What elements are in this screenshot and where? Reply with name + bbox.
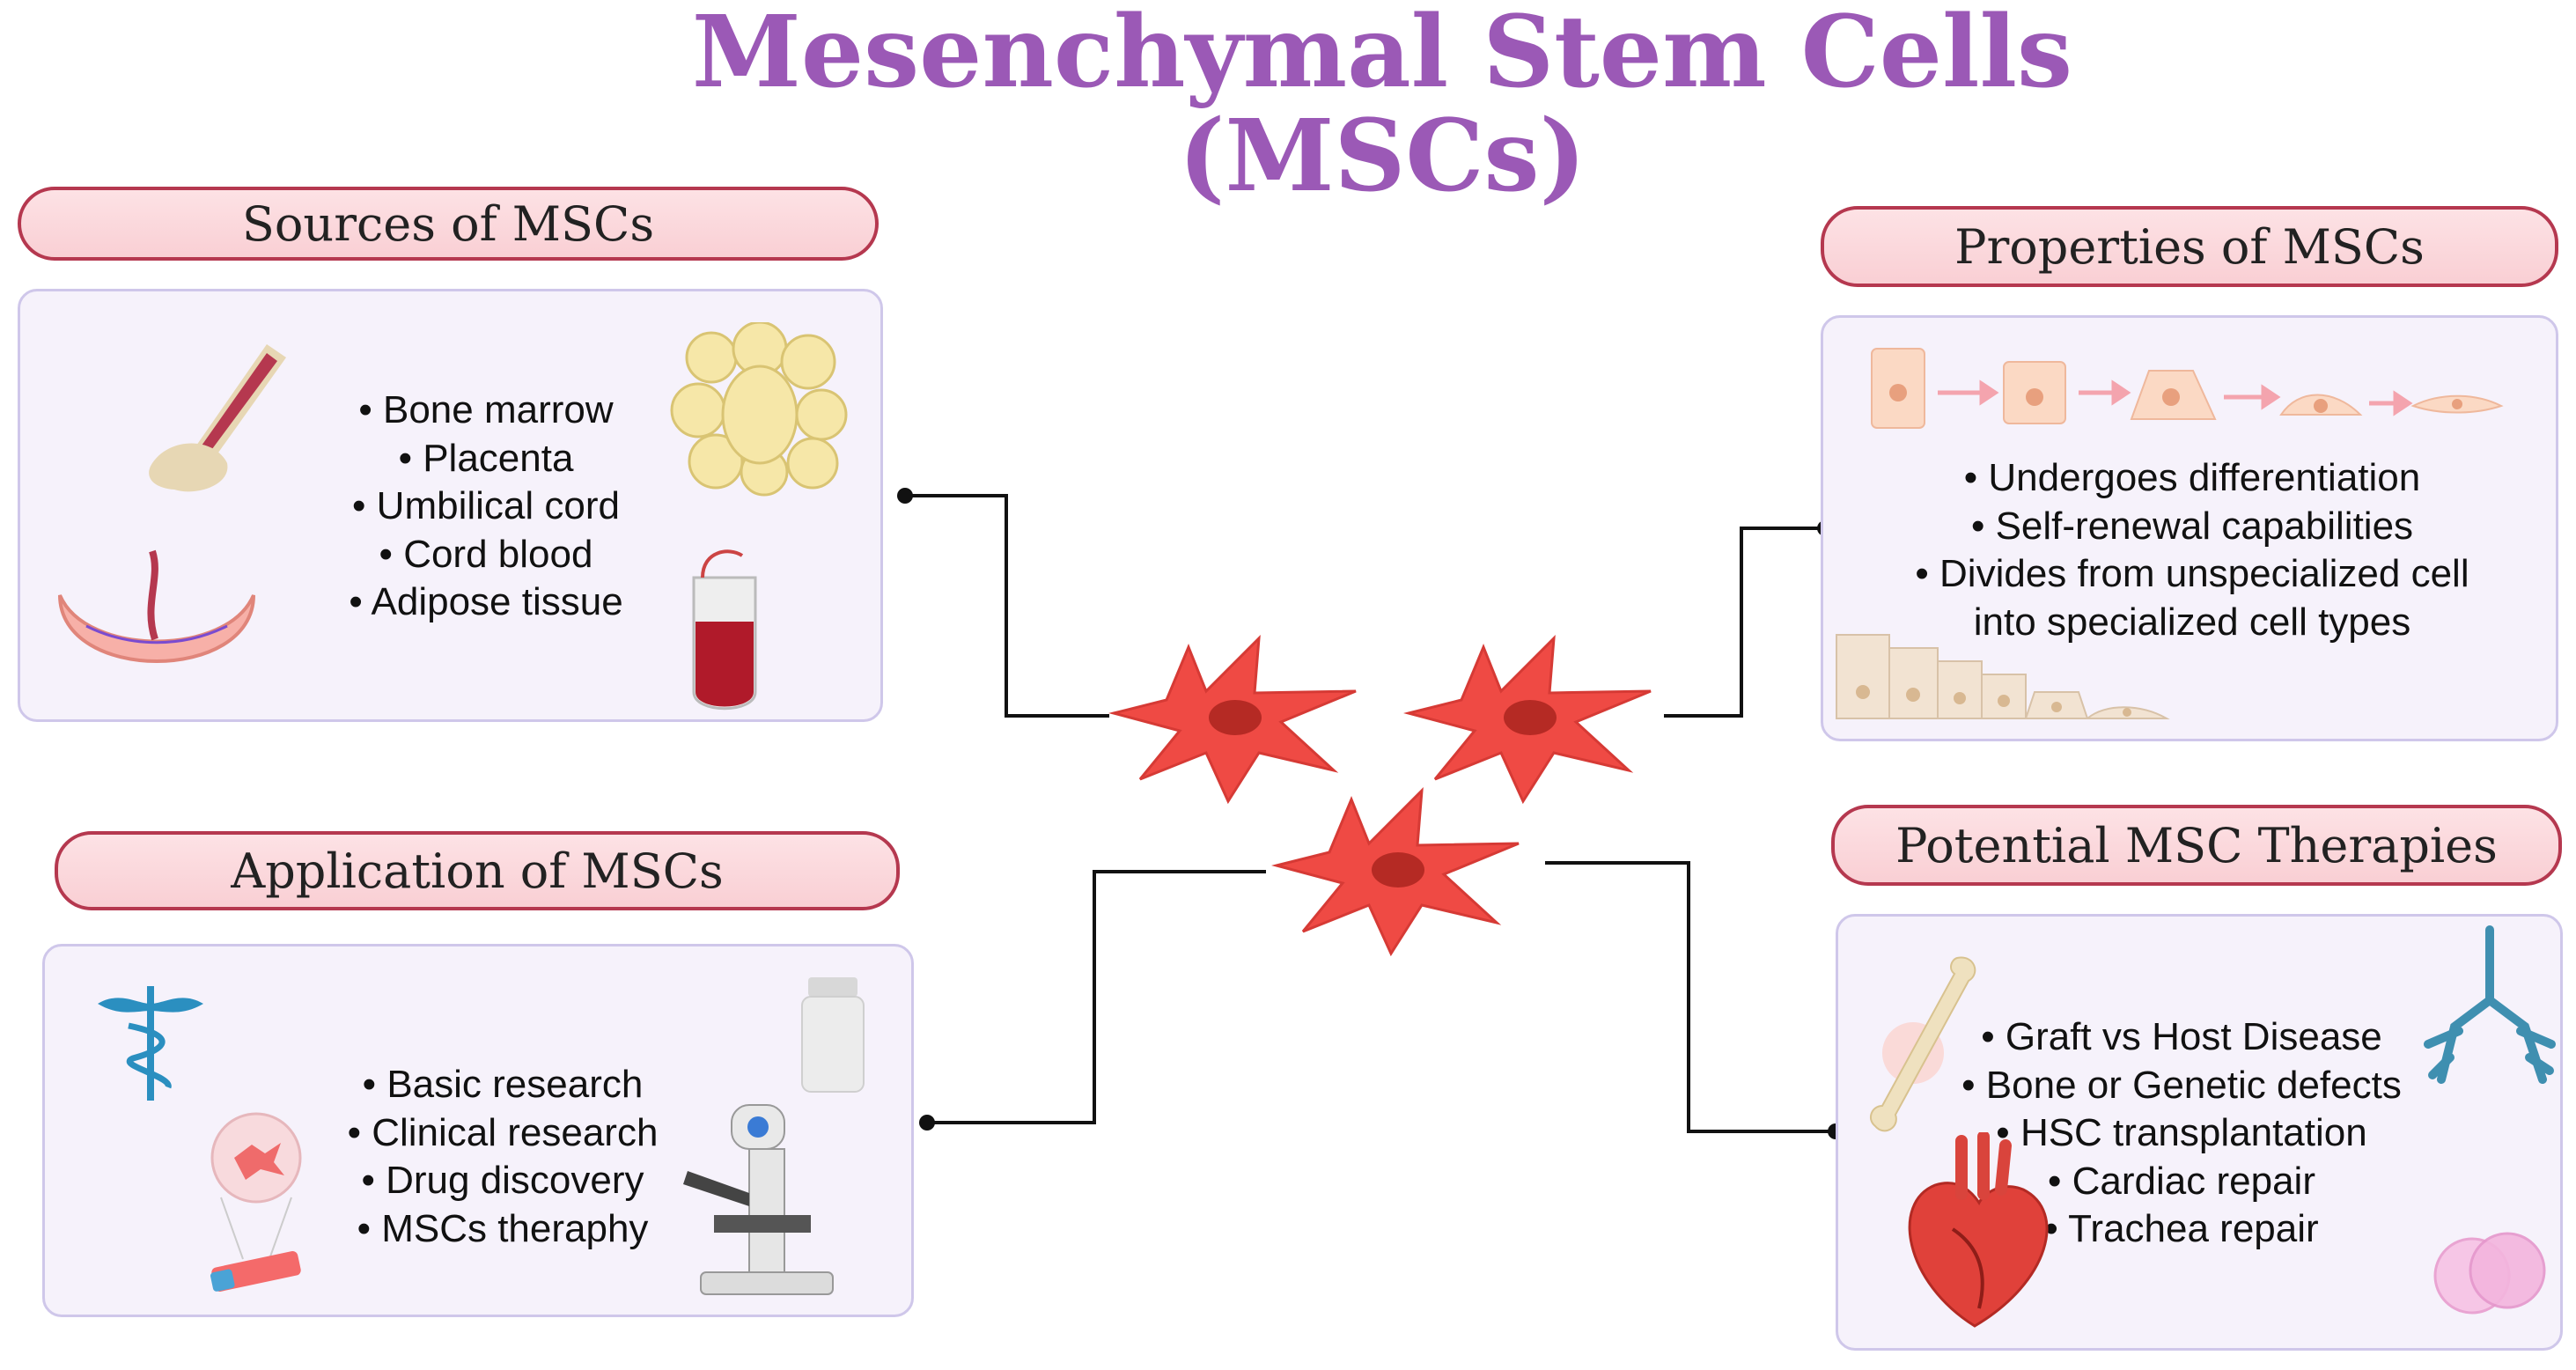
- stem-cell-icon: [1403, 635, 1652, 805]
- sources-list: Bone marrow Placenta Umbilical cord Cord…: [284, 387, 688, 627]
- list-item: Basic research: [309, 1061, 696, 1109]
- connector-dot: [919, 1115, 935, 1131]
- application-header: Application of MSCs: [55, 831, 900, 910]
- list-item: Trachea repair: [1944, 1205, 2419, 1254]
- list-item: Cardiac repair: [1944, 1158, 2419, 1206]
- properties-panel: Undergoes differentiation Self-renewal c…: [1821, 315, 2558, 741]
- list-item: Bone marrow: [284, 387, 688, 435]
- list-item: Graft vs Host Disease: [1944, 1013, 2419, 1062]
- list-item: Self-renewal capabilities: [1823, 503, 2561, 551]
- sources-panel: Bone marrow Placenta Umbilical cord Cord…: [18, 289, 883, 722]
- stem-cell-icon: [1271, 787, 1520, 957]
- connector-properties: [1664, 527, 1825, 718]
- list-item: Drug discovery: [309, 1157, 696, 1205]
- trachea-icon: [2424, 925, 2556, 1084]
- adipose-tissue-icon: [670, 322, 848, 497]
- caduceus-icon: [98, 986, 203, 1101]
- therapies-panel: Graft vs Host Disease Bone or Genetic de…: [1836, 914, 2563, 1351]
- list-item: Undergoes differentiation: [1823, 454, 2561, 503]
- bone-icon: [149, 344, 286, 492]
- stem-cell-icon: [1108, 635, 1357, 805]
- pill-bottle-icon: [801, 977, 865, 1093]
- list-item: Divides from unspecialized cell: [1823, 550, 2561, 599]
- cell-differentiation-icon: [1871, 348, 2504, 429]
- cell-culture-flask-icon: [210, 1112, 302, 1292]
- epithelium-icon: [1836, 634, 2170, 719]
- list-item: Bone or Genetic defects: [1944, 1062, 2419, 1110]
- application-header-label: Application of MSCs: [231, 843, 724, 899]
- list-item: MSCs theraphy: [309, 1205, 696, 1254]
- connector-dot: [897, 488, 913, 504]
- cells-icon: [2433, 1232, 2546, 1315]
- therapies-header: Potential MSC Therapies: [1831, 805, 2562, 886]
- sources-header-label: Sources of MSCs: [241, 195, 655, 252]
- list-item: into specialized cell types: [1973, 600, 2411, 644]
- properties-list: Undergoes differentiation Self-renewal c…: [1823, 454, 2561, 646]
- sources-header: Sources of MSCs: [18, 187, 879, 261]
- connector-application: [927, 870, 1266, 1124]
- connector-sources: [905, 494, 1109, 718]
- list-item: HSC transplantation: [1944, 1109, 2419, 1158]
- properties-header: Properties of MSCs: [1821, 206, 2558, 287]
- application-panel: Basic research Clinical research Drug di…: [42, 944, 914, 1317]
- therapies-header-label: Potential MSC Therapies: [1895, 817, 2498, 873]
- list-item: Cord blood: [284, 531, 688, 579]
- blood-tube-icon: [692, 549, 757, 711]
- list-item: Clinical research: [309, 1109, 696, 1158]
- therapies-list: Graft vs Host Disease Bone or Genetic de…: [1944, 1013, 2419, 1254]
- diagram-title-line1: Mesenchymal Stem Cells: [691, 0, 2073, 110]
- list-item: Umbilical cord: [284, 482, 688, 531]
- properties-header-label: Properties of MSCs: [1954, 218, 2425, 275]
- bone-icon: [1869, 956, 1976, 1132]
- diagram-title-line2: (MSCs): [1178, 99, 1586, 214]
- list-item: Adipose tissue: [284, 578, 688, 627]
- placenta-icon: [58, 549, 255, 663]
- microscope-icon: [683, 1104, 834, 1295]
- application-list: Basic research Clinical research Drug di…: [309, 1061, 696, 1253]
- heart-icon: [1908, 1132, 2049, 1328]
- connector-therapies: [1545, 861, 1836, 1133]
- list-item: Placenta: [284, 435, 688, 483]
